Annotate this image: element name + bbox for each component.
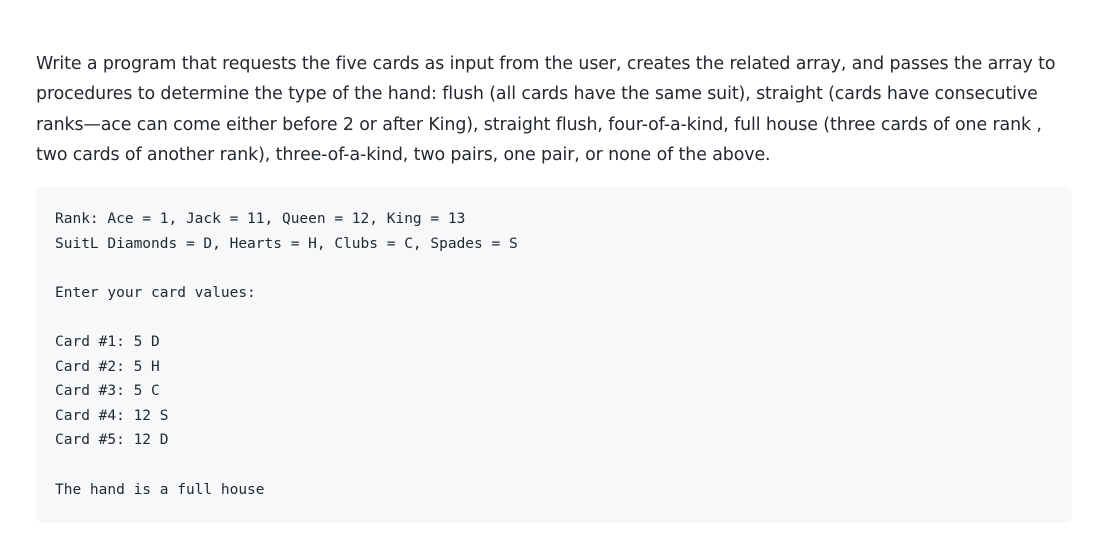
card-line-5: Card #5: 12 D [55, 432, 169, 449]
card-line-4: Card #4: 12 S [55, 407, 169, 424]
question-section: Write a program that requests the five c… [36, 49, 1072, 171]
result-line: The hand is a full house [55, 481, 265, 498]
blank-line [55, 256, 1053, 281]
rank-line: Rank: Ace = 1, Jack = 11, Queen = 12, Ki… [55, 211, 466, 227]
card-line-3: Card #3: 5 C [55, 383, 160, 400]
blank-line [55, 305, 1053, 330]
blank-line [55, 453, 1053, 478]
card-line-2: Card #2: 5 H [55, 358, 160, 375]
prompt-line: Enter your card values: [55, 284, 256, 301]
question-text: Write a program that requests the five c… [36, 54, 1056, 166]
code-block: Rank: Ace = 1, Jack = 11, Queen = 12, Ki… [36, 187, 1072, 523]
card-line-1: Card #1: 5 D [55, 333, 160, 350]
suit-line: SuitL Diamonds = D, Hearts = H, Clubs = … [55, 235, 518, 252]
